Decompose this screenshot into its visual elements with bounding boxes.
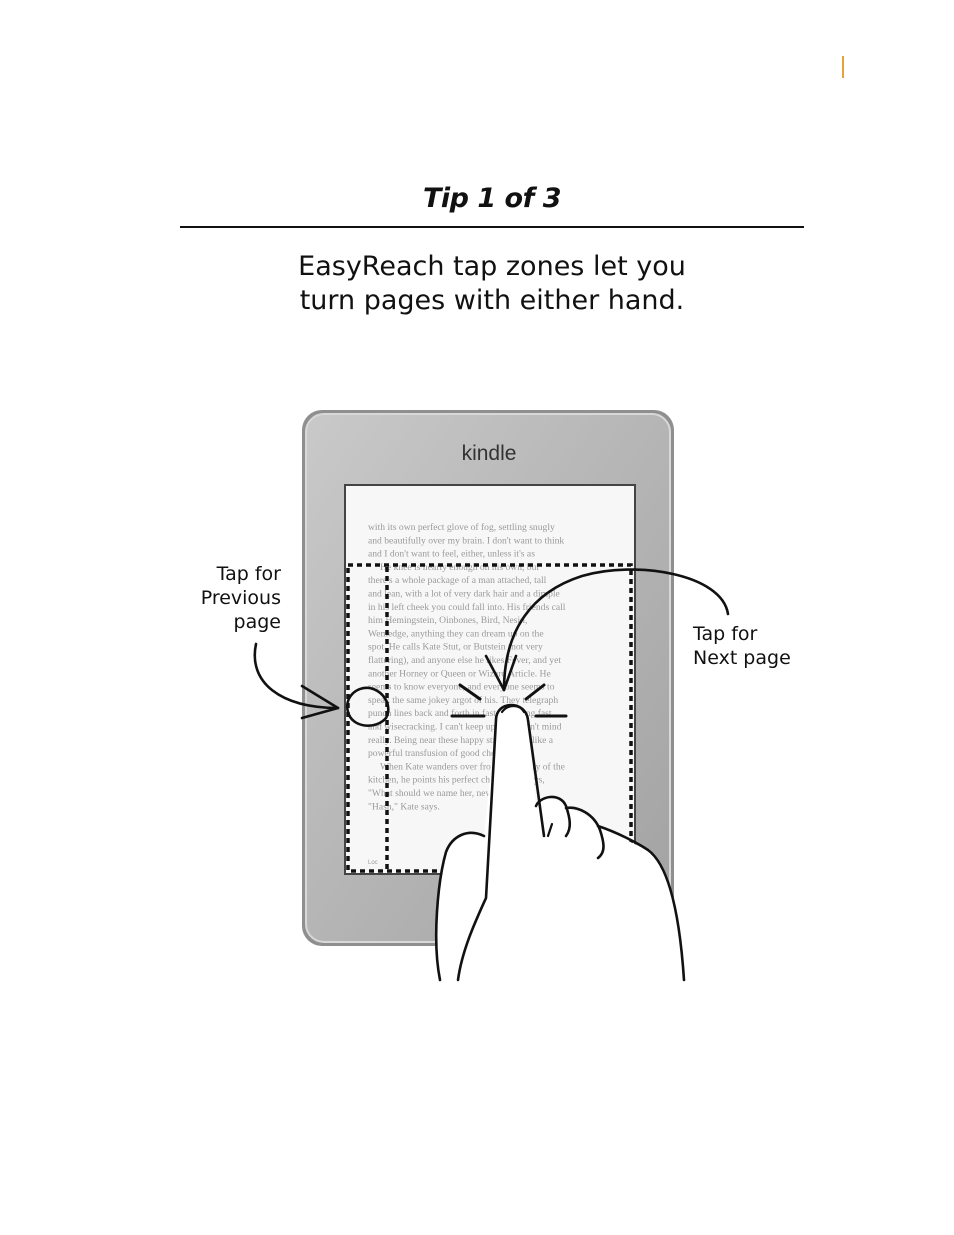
screen-text-line: "What should we name her, new friend?" [368,788,526,799]
previous-callout-line-1: Tap for [216,563,281,585]
next-page-arrow-icon [484,568,730,692]
screen-text-line: flattering), and anyone else he likes Fe… [368,655,561,666]
screen-text-line: another Horney or Queen or Wizard Articl… [368,668,551,679]
screen-text-line: He knee is nearly enough on his own, but [380,562,539,573]
screen-text-line: spot. He calls Kate Stut, or Butstein (n… [368,642,543,653]
screen-footer-location: Loc [368,860,378,866]
screen-text-line: and I don't want to feel, either, unless… [368,549,535,560]
next-callout-line-1: Tap for [693,623,758,645]
screen-text-line: When Kate wanders over from the library … [380,761,565,772]
tip-headline: EasyReach tap zones let you turn pages w… [180,250,804,318]
screen-text-line: punch lines back and forth in fast, ligh… [368,708,552,719]
next-callout-line-2: Next page [693,647,791,669]
previous-callout-line-2: Previous [200,587,281,609]
previous-page-callout: Tap for Previous page [150,562,281,634]
screen-text-line: him Hemingstein, Oinbones, Bird, Nesin, [368,615,527,626]
tap-burst-icon [450,683,568,718]
next-page-callout: Tap for Next page [693,622,791,670]
screen-text-line: Wemedge, anything they can dream up on t… [368,628,544,639]
screen-text-line: there's a whole package of a man attache… [368,575,547,586]
screen-text-line: "Hash," Kate says. [368,801,440,812]
screen-text-line: really. Being near these happy strangers… [368,735,554,746]
screen-text-line: and wisecracking. I can't keep up, but I… [368,722,562,733]
screen-text-line: kitchen, he points his perfect chin at m… [368,775,545,786]
hand-icon [434,703,686,982]
screen-text-line: speak the same jokey argot of his. They … [368,695,558,706]
page-marker [842,56,844,78]
headline-line-2: turn pages with either hand. [299,285,685,316]
screen-text-line: and beautifully over my brain. I don't w… [368,535,564,546]
previous-page-arrow-icon [253,642,390,727]
screen-text-line: with its own perfect glove of fog, settl… [368,522,555,533]
screen-text-line: and lean, with a lot of very dark hair a… [368,589,560,600]
tip-title: Tip 1 of 3 [422,183,562,214]
headline-line-1: EasyReach tap zones let you [298,251,686,282]
title-divider [180,226,804,228]
kindle-logo: kindle [462,442,517,465]
screen-text-line: in his left cheek you could fall into. H… [368,602,566,613]
previous-callout-line-3: page [233,611,281,633]
screen-text-line: powerful transfusion of good cheer. [368,748,505,759]
